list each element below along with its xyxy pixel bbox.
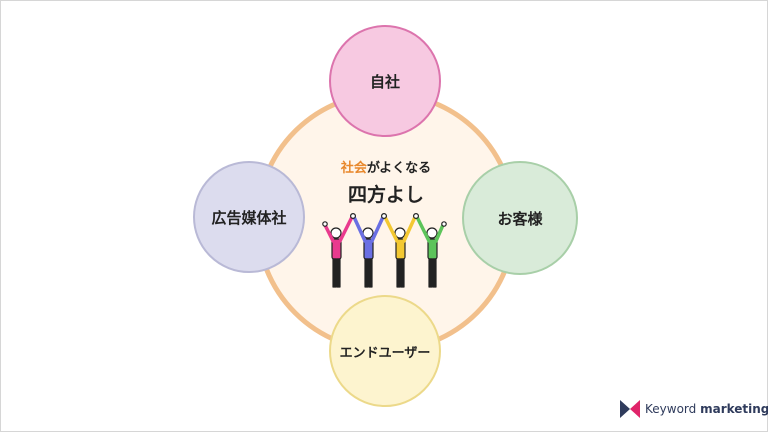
node-ad-media-label: 広告媒体社 [211,208,287,227]
center-highlight: 社会 [340,161,367,176]
center-subtitle-rest: がよくなる [366,161,432,176]
node-end-user: エンドユーザー [329,295,441,407]
node-own-company: 自社 [329,25,441,137]
node-customer-label: お客様 [497,209,543,228]
logo-word-marketing: marketing [700,402,768,416]
center-title: 四方よし [347,184,424,206]
people-holding-hands-icon [322,212,447,288]
center-subtitle: 社会がよくなる [306,159,466,179]
km-logo-icon [620,400,640,418]
logo-wordmark: Keyword marketing [645,402,768,416]
node-own-company-label: 自社 [369,72,400,91]
logo-word-keyword: Keyword [645,402,697,416]
center-caption: 社会がよくなる 四方よし [306,159,466,209]
node-ad-media: 広告媒体社 [193,161,305,273]
person-3-figure [383,215,417,288]
person-2-figure [352,215,385,288]
person-4-figure [415,215,445,288]
node-end-user-label: エンドユーザー [339,345,431,361]
keyword-marketing-logo: Keyword marketing [619,399,768,419]
node-customer: お客様 [462,161,578,275]
person-1-figure [323,215,354,288]
